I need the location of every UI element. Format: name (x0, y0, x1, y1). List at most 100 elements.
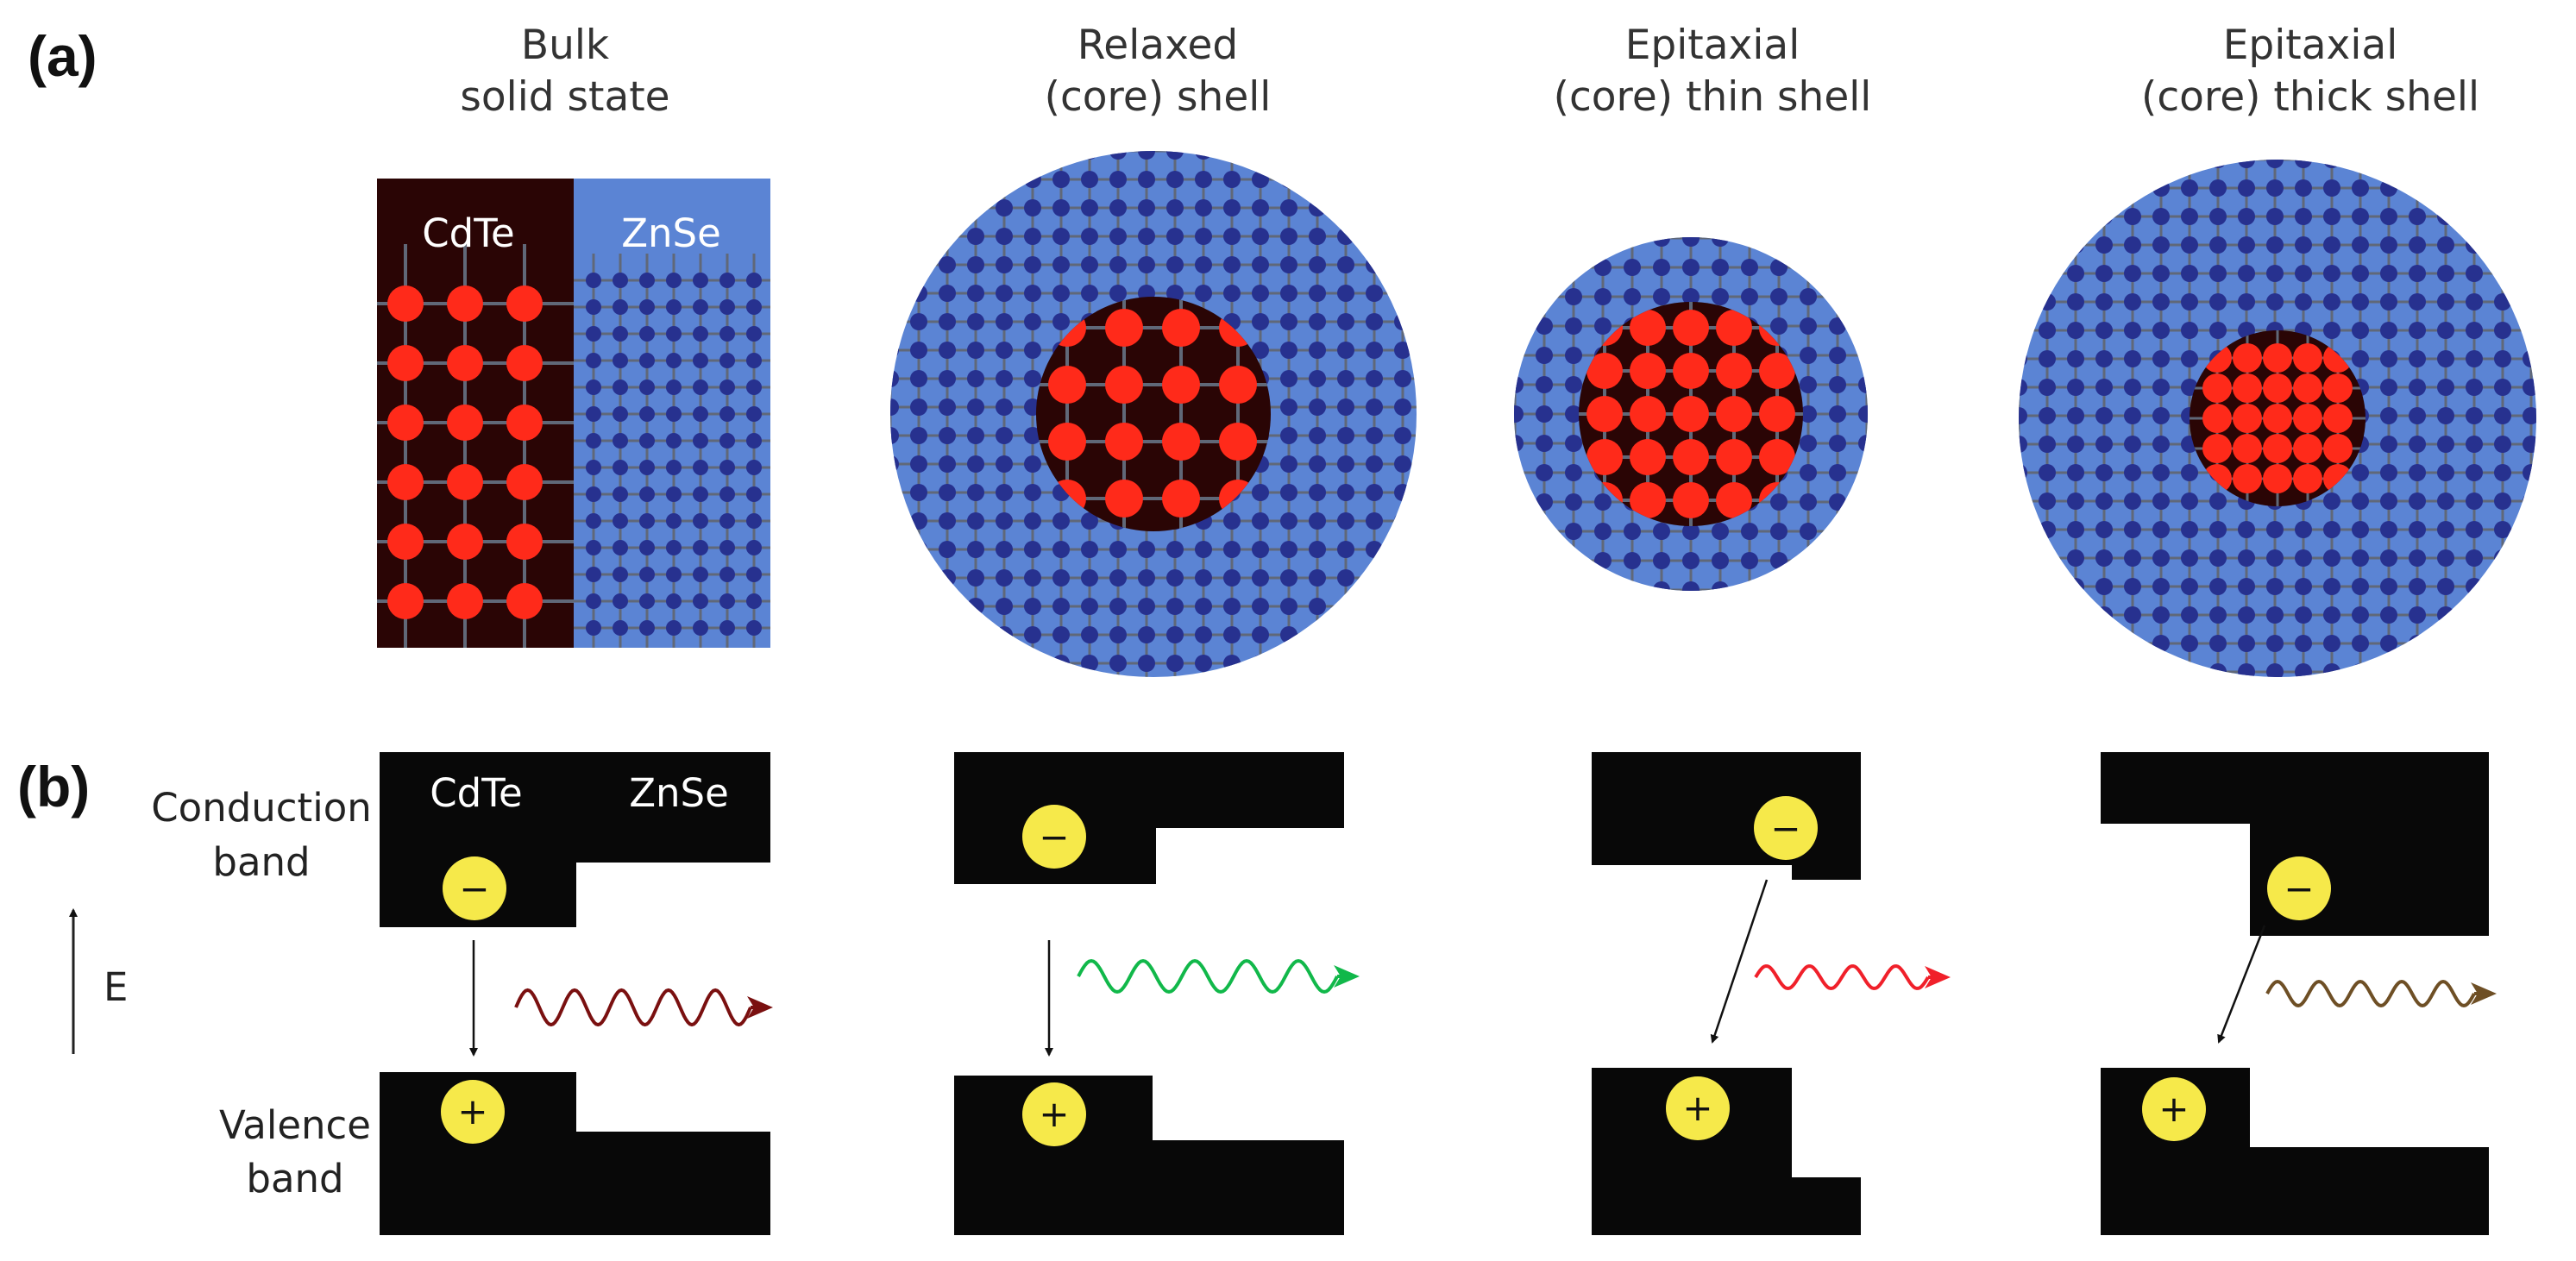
lattice-atom (2352, 265, 2369, 282)
lattice-atom (2494, 265, 2511, 282)
lattice-atom (1024, 455, 1041, 473)
lattice-atom (1024, 655, 1041, 672)
lattice-atom (2181, 549, 2198, 567)
lattice-atom (719, 460, 735, 475)
lattice-atom (2124, 265, 2141, 282)
lattice-atom (2380, 208, 2397, 225)
lattice-atom (2233, 404, 2262, 433)
lattice-atom (2095, 350, 2113, 367)
lattice-atom (2095, 606, 2113, 624)
lattice-atom (1565, 581, 1582, 591)
lattice-atom (1394, 228, 1411, 245)
lattice-atom (2238, 265, 2255, 282)
lattice-atom (1024, 285, 1041, 302)
lattice-atom (1052, 199, 1070, 216)
lattice-atom (1024, 484, 1041, 501)
lattice-atom (2380, 464, 2397, 481)
lattice-atom (666, 593, 682, 609)
lattice-atom (387, 345, 424, 381)
lattice-atom (1586, 353, 1623, 389)
lattice-atom (1800, 493, 1817, 511)
lattice-atom (2466, 436, 2483, 453)
lattice-atom (1394, 313, 1411, 330)
lattice-atom (693, 380, 708, 395)
lattice-atom (639, 299, 655, 315)
lattice-atom (1394, 512, 1411, 530)
lattice-atom (746, 326, 762, 342)
lattice-atom (2152, 407, 2170, 424)
lattice-atom (2494, 208, 2511, 225)
lattice-atom (613, 486, 628, 502)
lattice-atom (2095, 379, 2113, 396)
lattice-atom (910, 569, 927, 587)
lattice-atom (996, 228, 1013, 245)
lattice-atom (2323, 236, 2340, 254)
lattice-atom (2437, 236, 2454, 254)
lattice-atom (1858, 317, 1868, 335)
lattice-atom (2295, 265, 2312, 282)
lattice-atom (2233, 434, 2262, 463)
lattice-atom (2152, 350, 2170, 367)
lattice-atom (2124, 436, 2141, 453)
lattice-atom (1594, 581, 1612, 591)
lattice-atom (719, 299, 735, 315)
lattice-atom (613, 540, 628, 555)
lattice-atom (890, 541, 899, 558)
lattice-atom (1280, 598, 1297, 615)
lattice-atom (967, 455, 984, 473)
lattice-atom (2494, 236, 2511, 254)
lattice-atom (2380, 549, 2397, 567)
lattice-atom (2181, 265, 2198, 282)
lattice-atom (693, 513, 708, 529)
lattice-atom (2067, 322, 2084, 339)
lattice-atom (693, 406, 708, 422)
lattice-atom (1280, 228, 1297, 245)
lattice-atom (2095, 549, 2113, 567)
lattice-atom (1309, 427, 1326, 444)
lattice-atom (939, 512, 956, 530)
lattice-atom (1366, 484, 1383, 501)
lattice-atom (666, 567, 682, 582)
lattice-atom (2380, 236, 2397, 254)
lattice-atom (2095, 236, 2113, 254)
lattice-atom (2466, 549, 2483, 567)
lattice-atom (996, 171, 1013, 188)
lattice-atom (996, 199, 1013, 216)
lattice-atom (613, 513, 628, 529)
lattice-atom (1394, 626, 1411, 643)
lattice-atom (1514, 237, 1524, 247)
lattice-atom (639, 593, 655, 609)
lattice-atom (1195, 256, 1212, 273)
lattice-atom (2067, 464, 2084, 481)
thin-valence-band (1592, 1068, 1861, 1235)
thick-electron-sign: − (2284, 868, 2314, 910)
lattice-atom (1052, 512, 1070, 530)
lattice-atom (1052, 655, 1070, 672)
lattice-atom (2494, 578, 2511, 595)
lattice-atom (910, 342, 927, 359)
lattice-atom (2095, 663, 2113, 677)
lattice-atom (1366, 655, 1383, 672)
lattice-atom (2095, 578, 2113, 595)
lattice-atom (1858, 405, 1868, 423)
lattice-atom (2152, 379, 2170, 396)
lattice-atom (2380, 578, 2397, 595)
lattice-atom (1624, 259, 1641, 276)
lattice-atom (1829, 405, 1846, 423)
lattice-atom (1081, 541, 1098, 558)
lattice-atom (2295, 606, 2312, 624)
lattice-atom (1536, 347, 1553, 364)
lattice-atom (1219, 423, 1257, 461)
lattice-atom (586, 620, 601, 636)
lattice-atom (2466, 379, 2483, 396)
lattice-atom (890, 370, 899, 387)
lattice-atom (1337, 455, 1354, 473)
lattice-atom (2266, 578, 2284, 595)
lattice-atom (2181, 464, 2198, 481)
lattice-atom (1052, 313, 1070, 330)
lattice-atom (890, 342, 899, 359)
lattice-atom (1586, 396, 1623, 432)
bulk-structure: CdTe ZnSe (377, 179, 770, 648)
lattice-atom (2409, 236, 2426, 254)
lattice-atom (1858, 259, 1868, 276)
